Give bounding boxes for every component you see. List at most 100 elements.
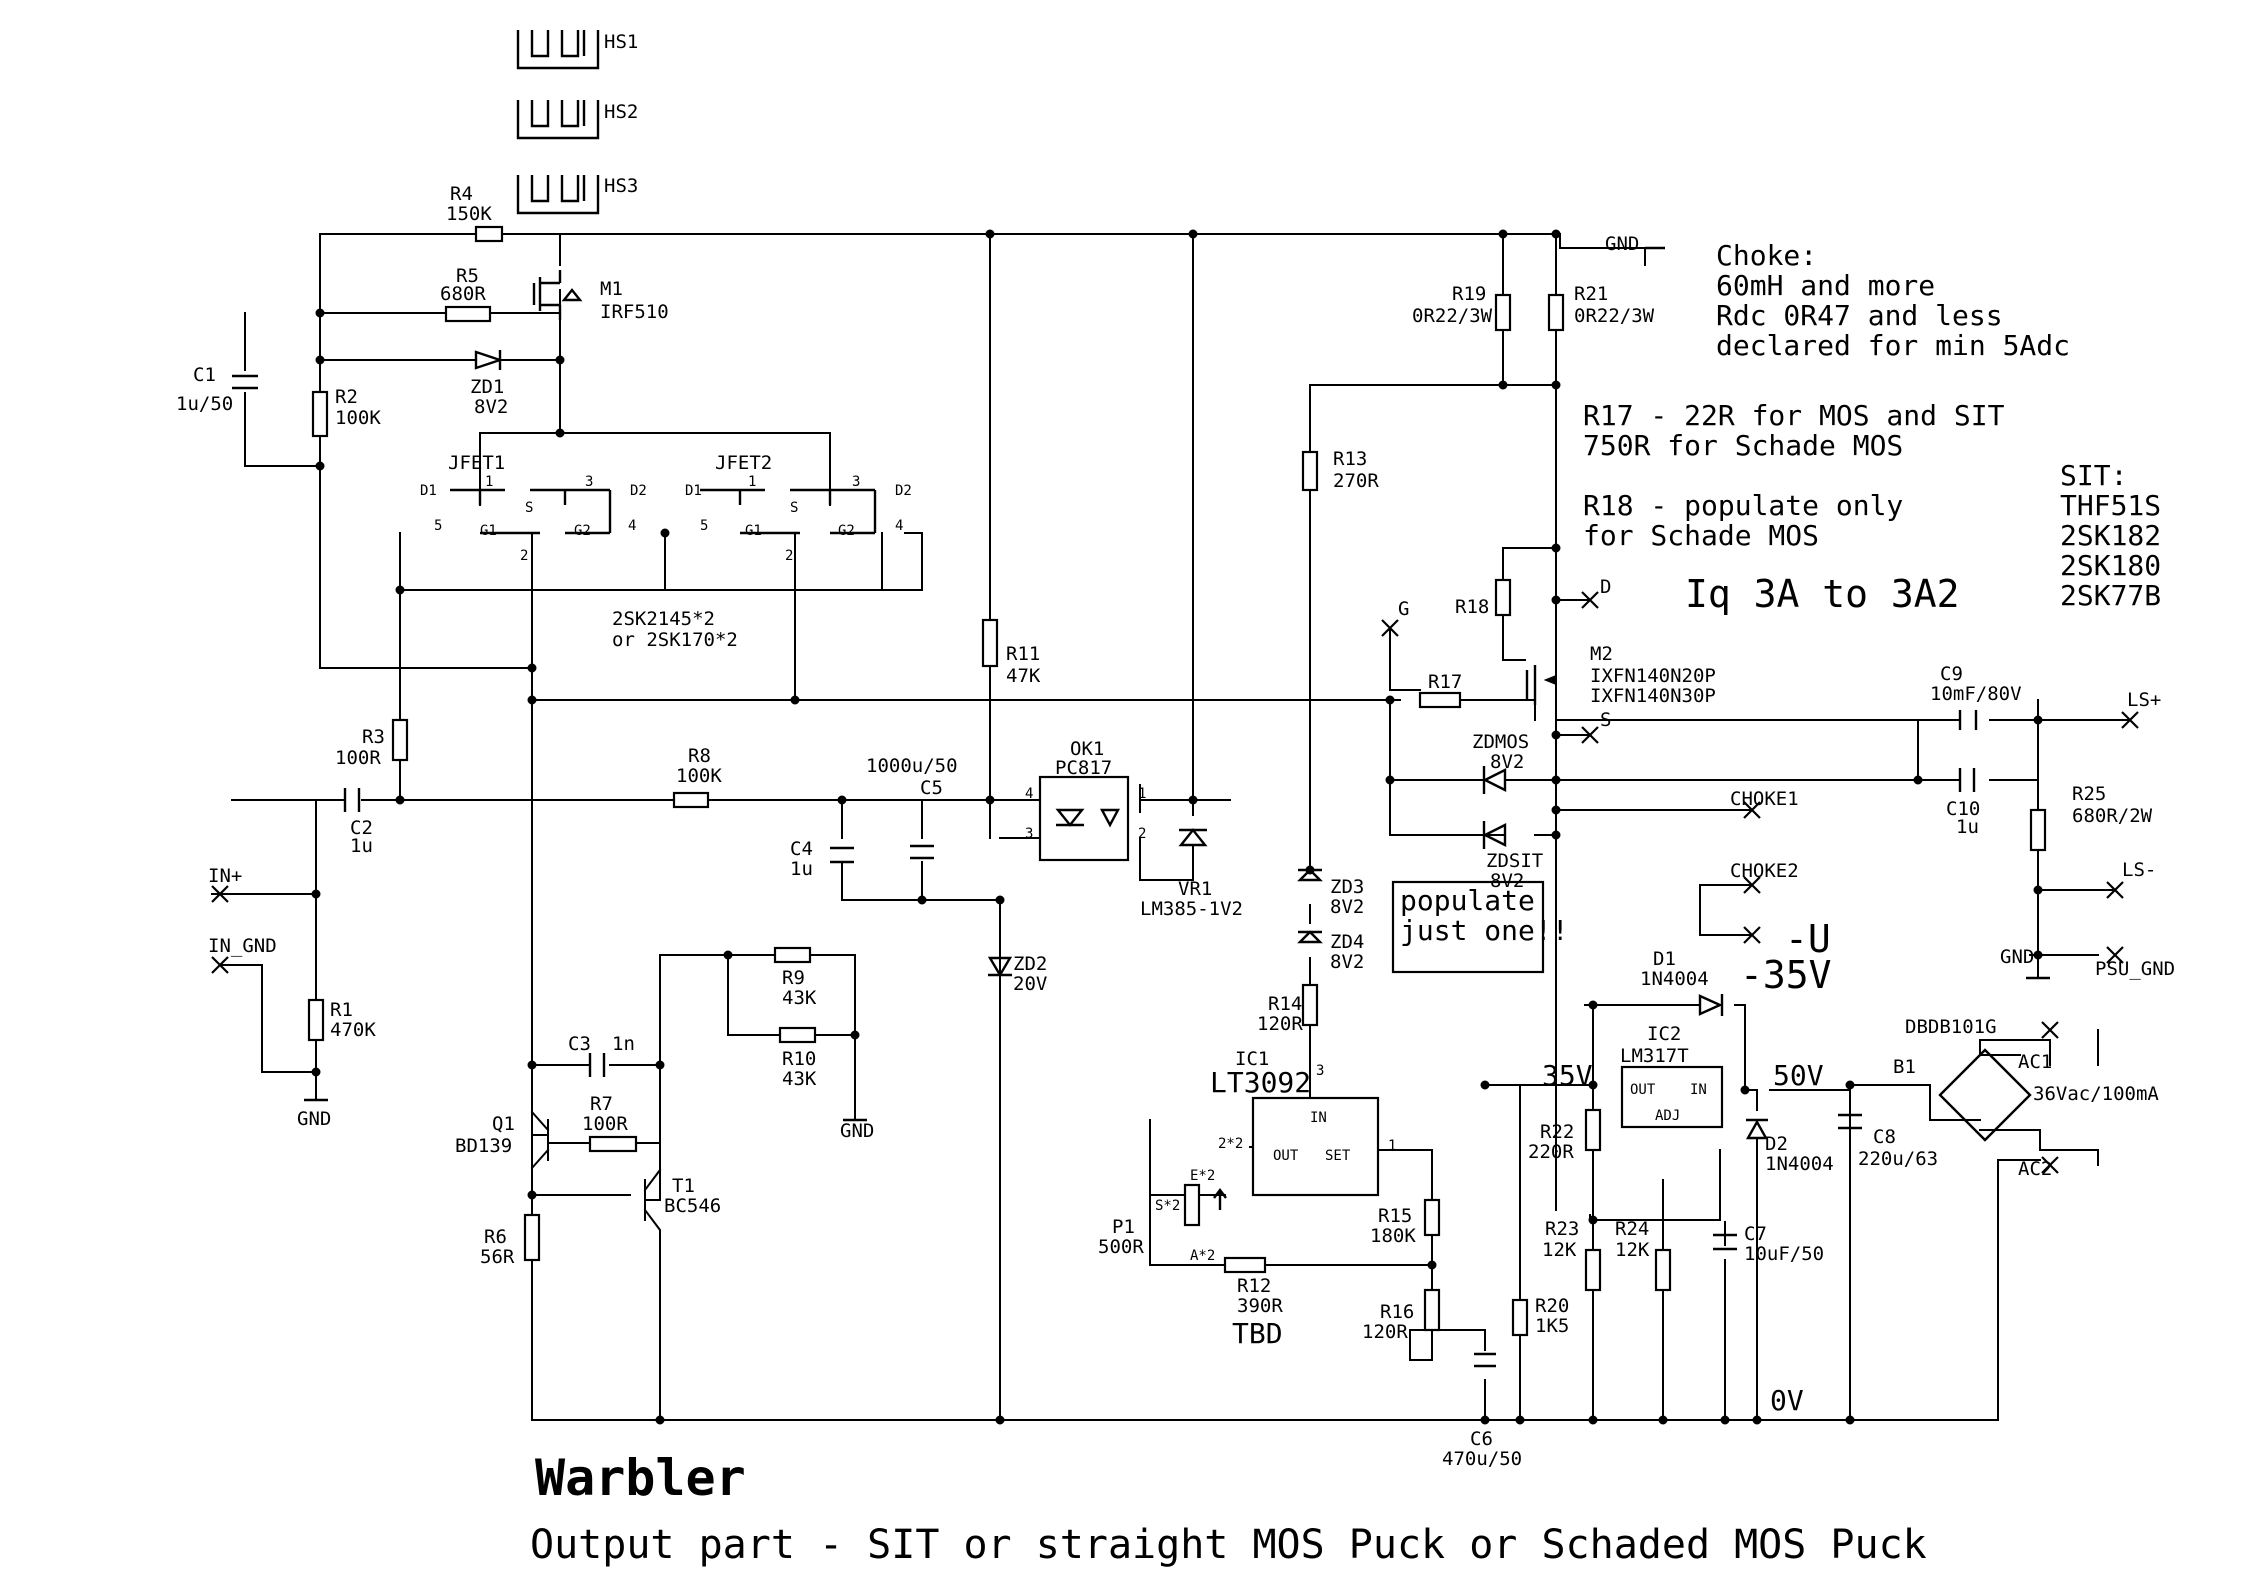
p1-e2: E*2 [1190,1168,1215,1184]
ic2-out: OUT [1630,1082,1656,1098]
populate-note-2: just one!! [1400,914,1569,947]
r2-body [311,390,329,438]
jfet1-p1: 1 [485,474,493,490]
r17-note-2: 750R for Schade MOS [1583,429,1903,462]
r17-note-1: R17 - 22R for MOS and SIT [1583,399,2005,432]
t1-val: BC546 [664,1195,721,1217]
jfet1-s: S [525,500,533,516]
c2-val: 1u [350,835,373,857]
r18-ref: R18 [1455,596,1489,618]
diodes [474,350,1769,1140]
c7-ref: C7 [1744,1223,1767,1245]
zd4-val: 8V2 [1330,951,1364,973]
zd3-val: 8V2 [1330,896,1364,918]
c4-body [830,846,854,864]
r7-val: 100R [582,1113,628,1135]
r23-body [1584,1248,1602,1292]
r19-ref: R19 [1452,283,1486,305]
r10-ref: R10 [782,1048,816,1070]
gnd-label-3: GND [2000,946,2034,968]
t1-ref: T1 [672,1175,695,1197]
r3-ref: R3 [362,726,385,748]
r22-body [1584,1108,1602,1152]
p1-body [1183,1183,1201,1227]
iq-note: Iq 3A to 3A2 [1685,572,1960,616]
r7-ref: R7 [590,1093,613,1115]
c7-val: 10uF/50 [1744,1243,1824,1265]
zd4-ref: ZD4 [1330,931,1364,953]
r9-ref: R9 [782,967,805,989]
r9-val: 43K [782,987,817,1009]
ac-spec-label: 36Vac/100mA [2033,1083,2159,1105]
c3-body [588,1053,606,1077]
r15-ref: R15 [1378,1205,1412,1227]
b1-body [1938,1048,2032,1142]
r5-body [444,305,492,323]
r6-body [523,1213,541,1262]
r3-val: 100R [335,747,381,769]
jfet1-p4: 4 [628,518,636,534]
r14-body [1301,983,1319,1027]
hs1-label: HS1 [604,31,638,53]
r6-ref: R6 [484,1226,507,1248]
jfet2-p2: 2 [785,548,793,564]
sit-note-3: 2SK180 [2060,549,2161,582]
p1-val: 500R [1098,1236,1144,1258]
r3-body [391,718,409,762]
zd3-ref: ZD3 [1330,876,1364,898]
ic1-p1: 1 [1388,1138,1396,1154]
r4-body [474,225,504,243]
r22-val: 220R [1528,1141,1574,1163]
r23-val: 12K [1542,1239,1577,1261]
populate-box [1391,880,1545,974]
r14-val: 120R [1257,1013,1303,1035]
c8-val: 220u/63 [1858,1148,1938,1170]
choke2-label: CHOKE2 [1730,860,1799,882]
m1-ref: M1 [600,278,623,300]
hs3-label: HS3 [604,175,638,197]
b1-val: DBDB101G [1905,1016,1997,1038]
r2-ref: R2 [335,386,358,408]
zdmos-ref: ZDMOS [1472,731,1529,753]
r18-note-2: for Schade MOS [1583,519,1819,552]
c5-val: 1000u/50 [866,755,958,777]
r9-body [773,946,812,964]
ok1-p2: 2 [1138,826,1146,842]
ic1-p2x2: 2*2 [1218,1136,1243,1152]
jfet2-d2: D2 [895,483,912,499]
gnd-top-label: GND [1605,233,1639,255]
vr1-body [1178,828,1208,847]
r12-body [1223,1256,1267,1274]
ic1-ref: IC1 [1235,1048,1269,1070]
heatsink-hs3: HS3 [516,175,638,215]
c9-val: 10mF/80V [1930,683,2022,705]
r24-body [1654,1248,1672,1292]
ic1-p3: 3 [1316,1063,1324,1079]
d2-ref: D2 [1765,1133,1788,1155]
active-parts [450,270,2032,1227]
zd2-ref: ZD2 [1013,953,1047,975]
c1-val: 1u/50 [176,393,233,415]
jfet2-body [700,488,877,535]
r5-val: 680R [440,283,486,305]
r1-ref: R1 [330,999,353,1021]
r17-body [1418,691,1462,709]
zd3-body [1297,868,1323,882]
jfet2-p5: 5 [700,518,708,534]
ic1-val: LT3092 [1210,1066,1311,1099]
vr1-val: LM385-1V2 [1140,898,1243,920]
m1-val: IRF510 [600,301,669,323]
ok1-p3: 3 [1025,826,1033,842]
q1-val: BD139 [455,1135,512,1157]
d-label: D [1600,576,1611,598]
jfet2-p4: 4 [895,518,903,534]
ac1-label: AC1 [2018,1051,2052,1073]
r21-val: 0R22/3W [1574,305,1655,327]
r8-ref: R8 [688,745,711,767]
c1-ref: C1 [193,364,216,386]
ok1-p1: 1 [1138,786,1146,802]
r19-body [1494,293,1512,332]
r8-val: 100K [676,765,722,787]
c5-body [910,844,934,860]
